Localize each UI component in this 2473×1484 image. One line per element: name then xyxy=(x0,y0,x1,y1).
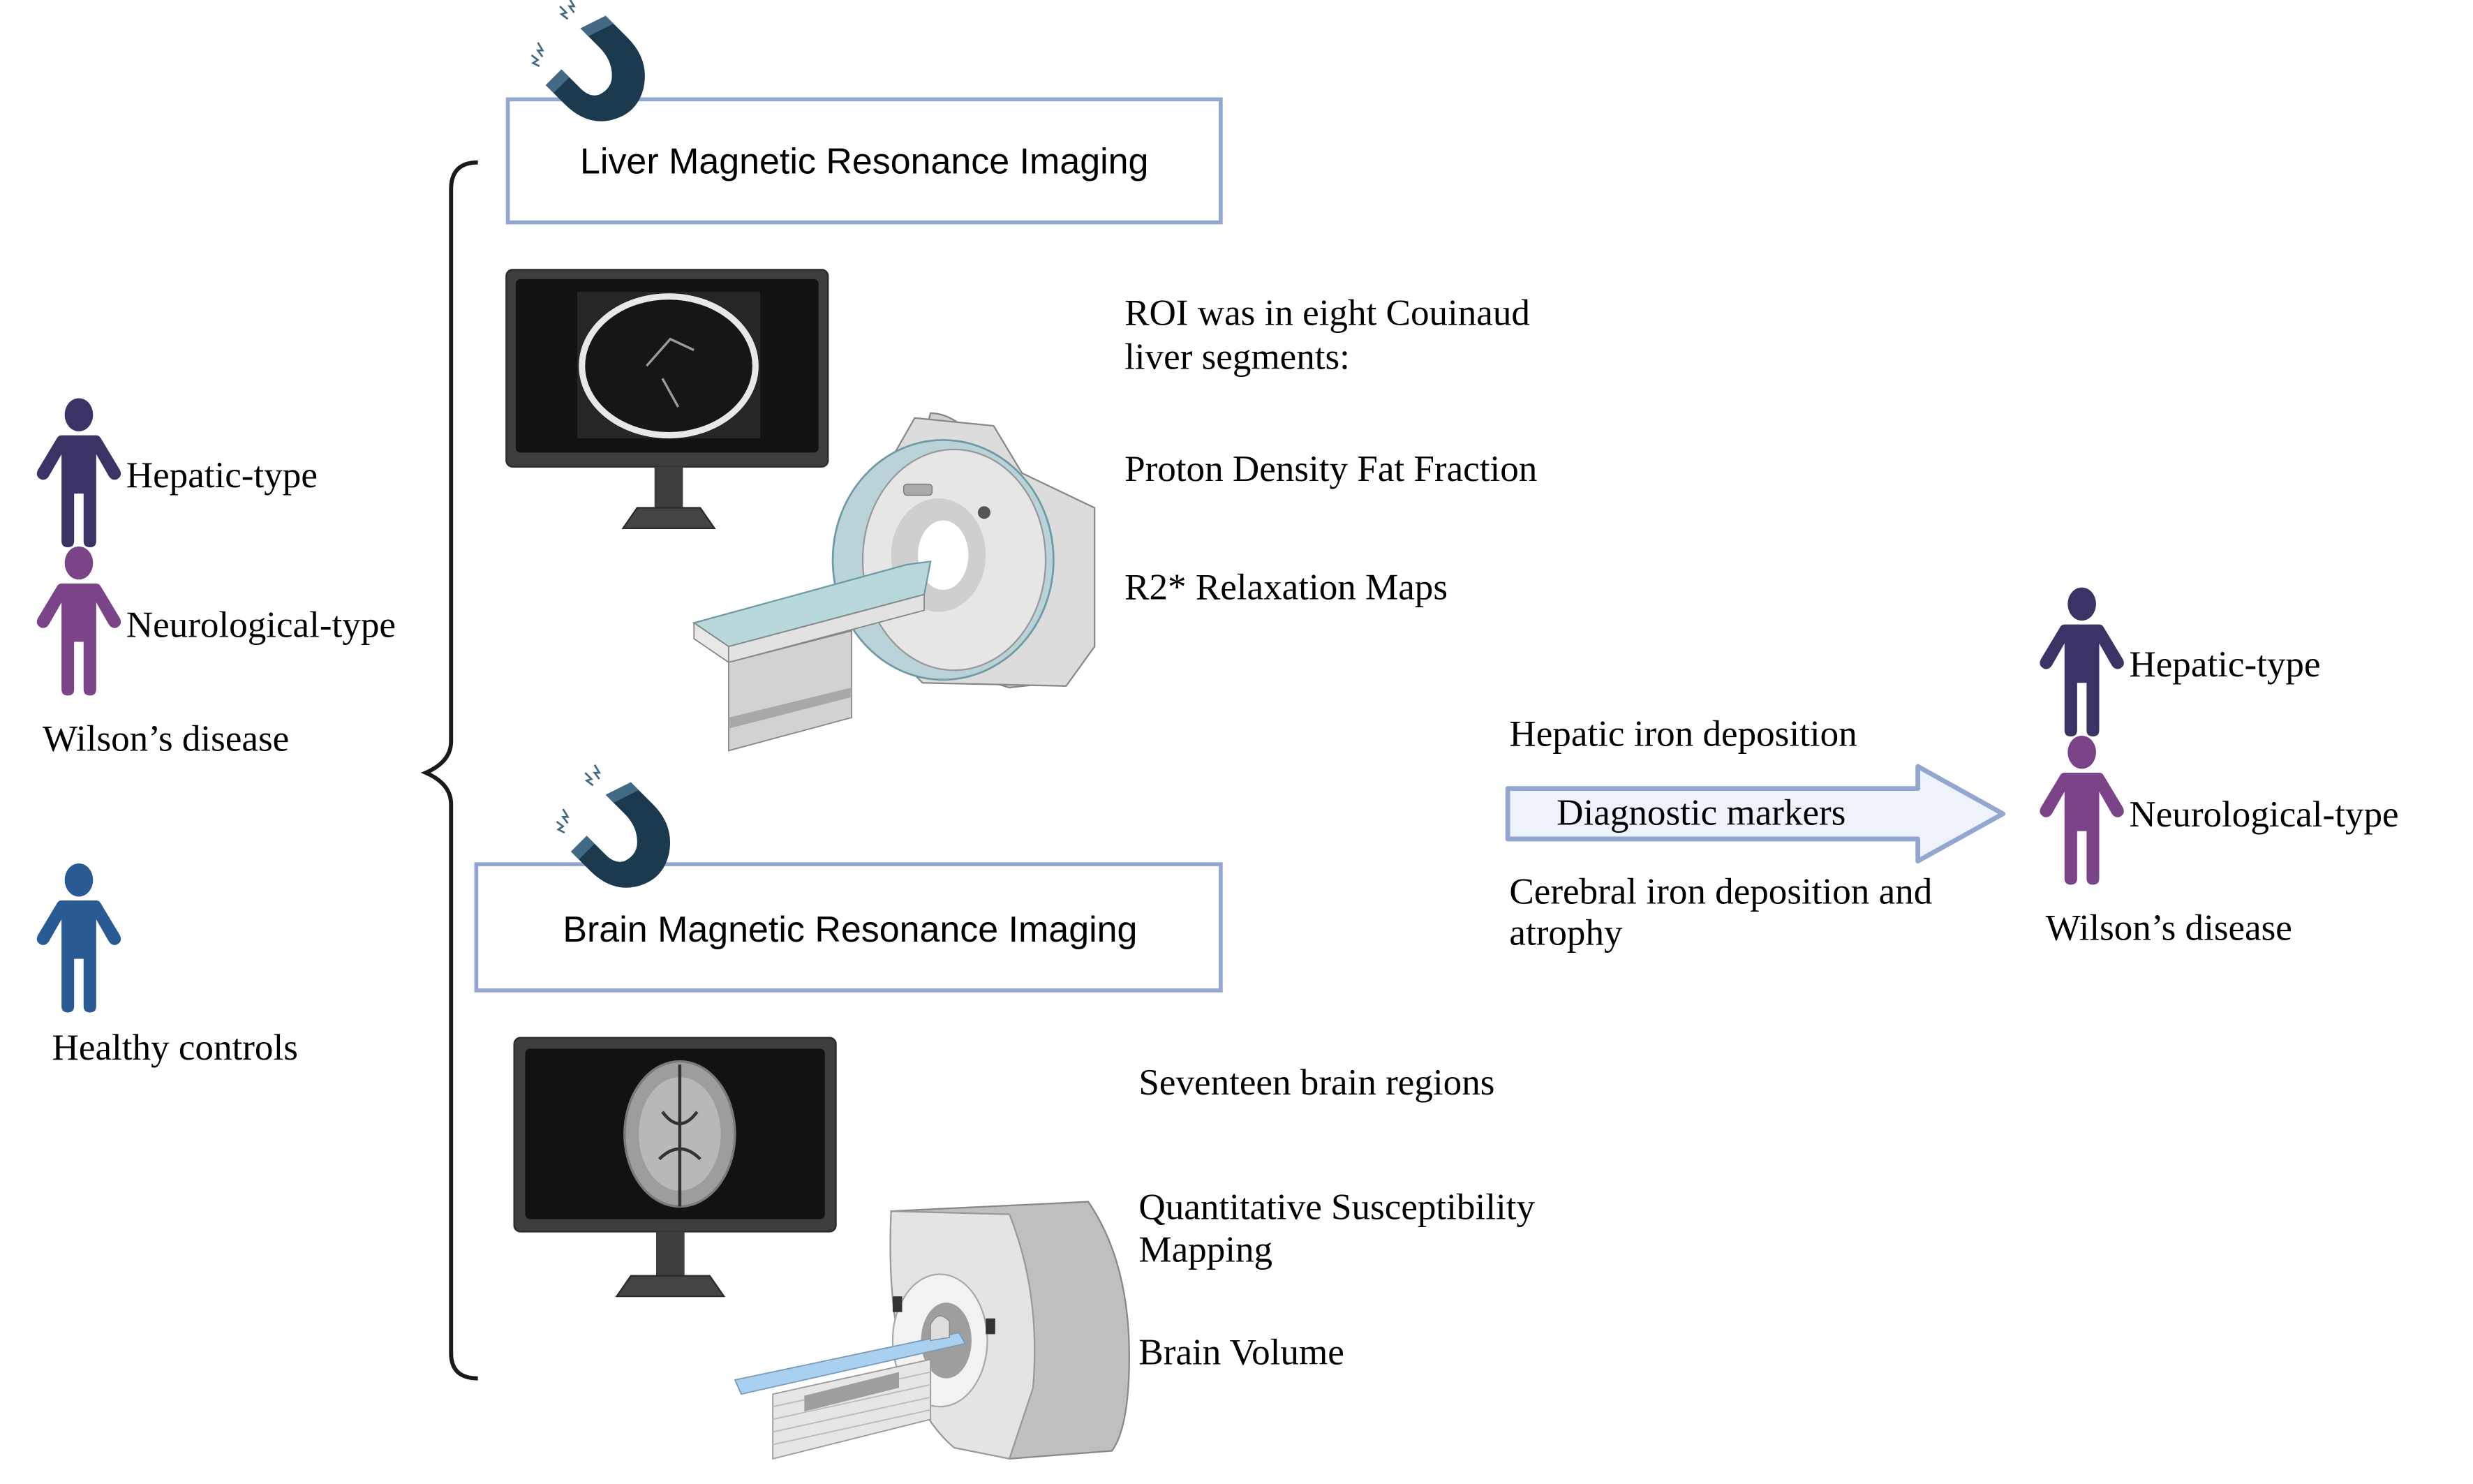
neurological-type-person-icon xyxy=(36,546,121,696)
grouping-brace xyxy=(420,160,478,1381)
liver-notes: ROI was in eight Couinaud liver segments… xyxy=(1124,292,1537,607)
liver-mri-scanner-icon xyxy=(692,412,1096,752)
brain-mri-title-box xyxy=(474,862,1223,993)
liver-mri-title: Liver Magnetic Resonance Imaging xyxy=(580,142,1148,182)
diagnostic-markers-label: Diagnostic markers xyxy=(1557,793,1846,833)
hepatic-type-label: Hepatic-type xyxy=(126,455,318,496)
liver-r2star-note: R2* Relaxation Maps xyxy=(1124,567,1448,608)
cerebral-iron-deposition-label-line2: atrophy xyxy=(1509,912,1623,953)
diagnostic-markers-arrow xyxy=(1505,764,2006,863)
liver-roi-note-line1: ROI was in eight Couinaud xyxy=(1124,292,1530,333)
liver-roi-note-line2: liver segments: xyxy=(1124,337,1350,378)
liver-mri-title-box xyxy=(505,97,1223,225)
brain-qsm-note-line2: Mapping xyxy=(1138,1229,1272,1270)
brain-qsm-note-line1: Quantitative Susceptibility xyxy=(1138,1187,1535,1227)
neurological-type-label: Neurological-type xyxy=(126,605,396,646)
healthy-controls-label: Healthy controls xyxy=(52,1027,298,1068)
right-wilsons-disease-label: Wilson’s disease xyxy=(2046,908,2292,949)
liver-pdff-note: Proton Density Fat Fraction xyxy=(1124,449,1537,489)
brain-monitor-icon xyxy=(513,1037,837,1298)
brain-volume-note: Brain Volume xyxy=(1138,1332,1344,1372)
right-neurological-type-person-icon xyxy=(2040,735,2124,885)
right-group-panel: Hepatic-type Neurological-type Wilson’s … xyxy=(2040,587,2399,949)
brain-mri-title: Brain Magnetic Resonance Imaging xyxy=(563,910,1137,950)
hepatic-iron-deposition-label: Hepatic iron deposition xyxy=(1509,714,1857,755)
wilsons-disease-label: Wilson’s disease xyxy=(43,718,289,759)
liver-mri-section: Liver Magnetic Resonance Imaging xyxy=(505,0,1537,752)
liver-monitor-icon xyxy=(505,269,829,529)
right-hepatic-type-person-icon xyxy=(2040,587,2124,737)
cerebral-iron-deposition-label-line1: Cerebral iron deposition and xyxy=(1509,872,1932,912)
right-neurological-type-label: Neurological-type xyxy=(2129,794,2398,835)
brain-regions-note: Seventeen brain regions xyxy=(1138,1062,1494,1103)
brain-mri-scanner-icon xyxy=(734,1201,1130,1460)
healthy-control-person-icon xyxy=(36,863,121,1013)
brain-notes: Seventeen brain regions Quantitative Sus… xyxy=(1138,1062,1535,1372)
right-hepatic-type-label: Hepatic-type xyxy=(2129,644,2320,685)
hepatic-type-person-icon xyxy=(36,398,121,547)
outcome-panel: Hepatic iron deposition Diagnostic marke… xyxy=(1505,714,2006,953)
left-group-panel: Hepatic-type Neurological-type Wilson’s … xyxy=(36,398,396,1068)
brain-mri-section: Brain Magnetic Resonance Imaging Sevente xyxy=(474,764,1535,1460)
